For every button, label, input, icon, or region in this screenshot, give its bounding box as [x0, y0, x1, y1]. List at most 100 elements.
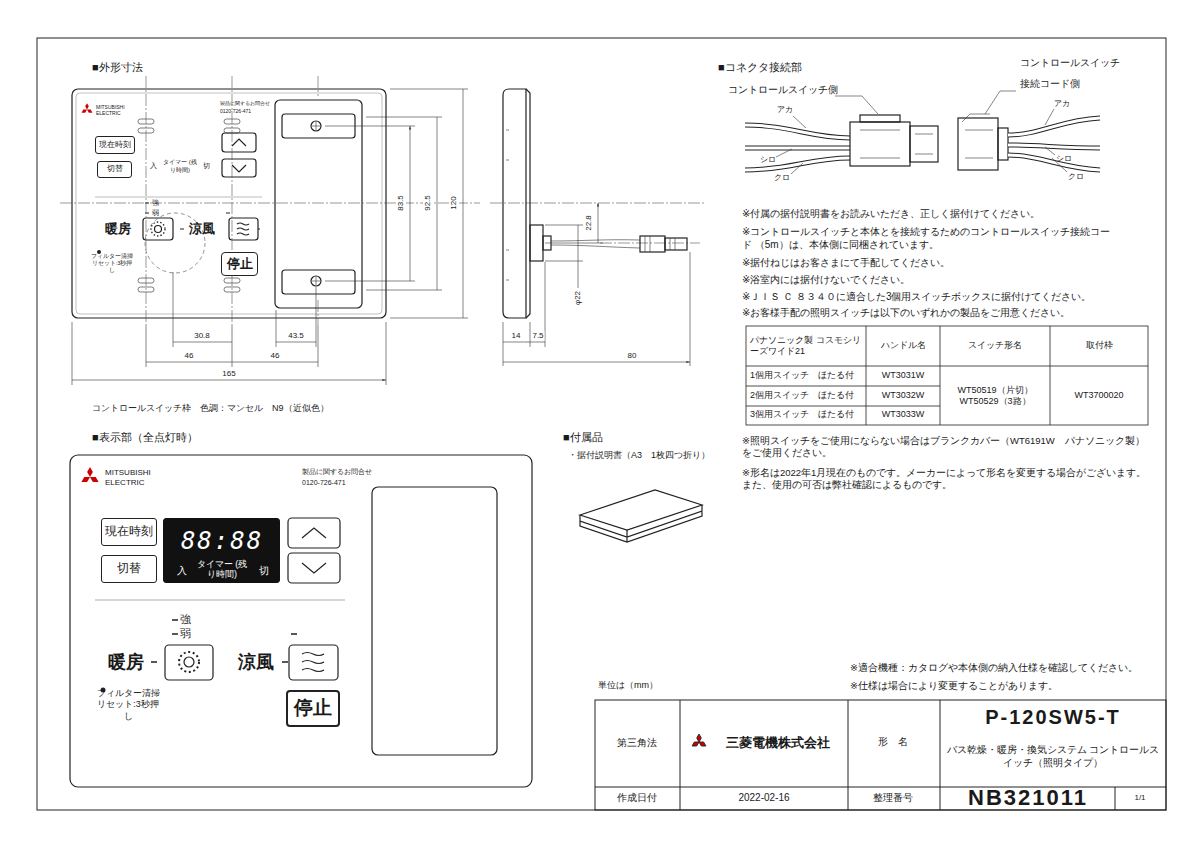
table-cell: 1個用スイッチ ほたる付: [750, 370, 854, 381]
button-text: 切替: [107, 165, 123, 174]
title-block-text: NB321011: [968, 784, 1088, 812]
wire-color-label: アカ: [1054, 99, 1070, 109]
lcd-indicator: 入: [177, 565, 187, 576]
panel-text: フィルター清掃 リセット:3秒押し: [89, 253, 135, 274]
table-cell: WT3700020: [1074, 390, 1123, 401]
push-button: 切替: [101, 555, 157, 583]
button-text: 停止: [227, 257, 253, 271]
note-text: ※据付ねじはお客さまにて手配してください。: [742, 257, 950, 270]
title-block-text: 1/1: [1134, 793, 1145, 803]
manual-leaflet: [580, 490, 702, 542]
note-text: ※ＪＩＳ Ｃ ８３４０に適合した3個用スイッチボックスに据付けてください。: [742, 291, 1092, 304]
table-cell: スイッチ形名: [968, 340, 1022, 351]
dimension-value: φ22: [573, 290, 583, 306]
page-border: [37, 38, 1166, 810]
wire-color-label: クロ: [774, 173, 790, 183]
panel-text: 切: [203, 162, 210, 171]
lcd-indicator: 切: [259, 565, 269, 576]
section-heading: ■表示部（全点灯時）: [92, 431, 198, 445]
button-text: 現在時刻: [105, 525, 153, 538]
button-text: 停止: [294, 698, 332, 719]
lcd-indicator: タイマー (残り時間): [194, 560, 250, 580]
dimension-value: 80: [627, 351, 638, 361]
dimension-value: 92.5: [423, 194, 433, 212]
dimension-value: 165: [221, 369, 236, 379]
push-button: 切替: [97, 161, 132, 178]
dimension-value: 120: [449, 195, 459, 210]
stop-button: 停止: [286, 690, 340, 727]
note-text: ※コントロールスイッチと本体とを接続するためのコントロールスイッチ接続コード （…: [742, 226, 1112, 251]
note-text: ※適合機種：カタログや本体側の納入仕様を確認してください。: [850, 662, 1138, 674]
wire-color-label: コントロールスイッチ側: [728, 84, 838, 97]
panel-text: 製品に関するお問合せ: [302, 468, 372, 477]
connector-detail: [745, 91, 1100, 174]
dimension-value: 7.5: [531, 331, 544, 341]
title-block-text: バス乾燥・暖房・換気システム コントロールスイッチ（照明タイプ）: [943, 744, 1163, 769]
dimension-value: 30.8: [193, 331, 211, 341]
note-text: 単位は（mm）: [598, 680, 658, 691]
table-cell: 2個用スイッチ ほたる付: [750, 390, 854, 401]
table-cell: 3個用スイッチ ほたる付: [750, 409, 854, 420]
panel-text: MITSUBISHI ELECTRIC: [96, 104, 122, 117]
section-heading: ■外形寸法: [92, 61, 143, 75]
dimension-value: 83.5: [396, 194, 406, 212]
button-text: 切替: [117, 562, 141, 575]
wire-color-label: シロ: [1056, 154, 1072, 164]
panel-text: 弱: [180, 627, 191, 641]
push-button: 現在時刻: [101, 518, 157, 546]
section-heading: ■付属品: [563, 431, 603, 445]
note-text: ※照明スイッチをご使用にならない場合はブランクカバー（WT6191W パナソニッ…: [742, 435, 1152, 459]
wire-color-label: クロ: [1068, 172, 1084, 182]
title-block-text: 形 名: [878, 736, 908, 749]
note-text: ※お客様手配の照明スイッチは以下のいずれかの製品をご用意ください。: [742, 307, 1070, 320]
display-view: [70, 455, 532, 787]
switch-table: [746, 326, 1148, 425]
section-heading: ■コネクタ接続部: [718, 61, 802, 75]
panel-label: 涼風: [189, 221, 215, 237]
wire-color-label: シロ: [760, 155, 776, 165]
title-block-text: 2022-02-16: [738, 792, 789, 805]
panel-label: 暖房: [108, 651, 144, 674]
note-text: ※付属の据付説明書をお読みいただき、正しく据付けてください。: [742, 208, 1040, 221]
note-text: コントロールスイッチ枠 色調：マンセル N9（近似色）: [92, 403, 329, 414]
table-cell: WT50519（片切） WT50529（3路）: [943, 385, 1047, 408]
note-text: ※形名は2022年1月現在のものです。メーカーによって形名を変更する場合がござい…: [742, 467, 1152, 491]
note-text: ※浴室内には据付けないでください。: [742, 274, 910, 287]
title-block-text: P-120SW5-T: [985, 705, 1121, 730]
table-cell: ハンドル名: [881, 340, 926, 351]
lcd-display: 88:88 入タイマー (残り時間) 切: [163, 518, 280, 583]
title-block-text: 第三角法: [617, 737, 657, 750]
dimension-value: 46: [184, 351, 195, 361]
dimension-value: 46: [270, 351, 281, 361]
panel-label: 暖房: [105, 221, 131, 237]
table-cell: WT3031W: [882, 370, 925, 381]
title-block-text: 作成日付: [617, 792, 657, 805]
wire-color-label: アカ: [777, 105, 793, 115]
panel-text: フィルター清掃 リセット:3秒押し: [93, 688, 163, 722]
dimension-value: 22.8: [584, 214, 594, 232]
wire-color-label: コントロールスイッチ: [1020, 57, 1120, 70]
side-view: [503, 89, 690, 366]
panel-text: タイマー (残り時間): [162, 159, 198, 174]
stop-button: 停止: [221, 252, 258, 276]
dimension-value: 14: [511, 331, 522, 341]
panel-text: 入: [150, 162, 157, 171]
table-cell: 取付枠: [1086, 340, 1113, 351]
wire-color-label: 接続コード側: [1020, 78, 1080, 91]
table-cell: パナソニック製 コスモシリーズワイド21: [750, 335, 862, 358]
title-block-text: 三菱電機株式会社: [726, 735, 830, 751]
panel-text: 弱: [152, 209, 159, 218]
panel-label: 涼風: [238, 651, 274, 674]
panel-text: 強: [152, 199, 159, 208]
panel-text: 0120-726-471: [302, 479, 346, 488]
panel-text: MITSUBISHI ELECTRIC: [105, 468, 157, 488]
table-cell: WT3033W: [882, 409, 925, 420]
push-button: 現在時刻: [95, 136, 135, 154]
front-view: [60, 76, 705, 385]
note-text: ・据付説明書（A3 1枚四つ折り）: [568, 450, 710, 461]
panel-text: 0120-726-471: [220, 108, 251, 114]
panel-text: 強: [180, 613, 191, 627]
lcd-digits: 88:88: [181, 528, 263, 554]
panel-text: 製品に関するお問合せ: [220, 100, 270, 106]
table-cell: WT3032W: [882, 390, 925, 401]
